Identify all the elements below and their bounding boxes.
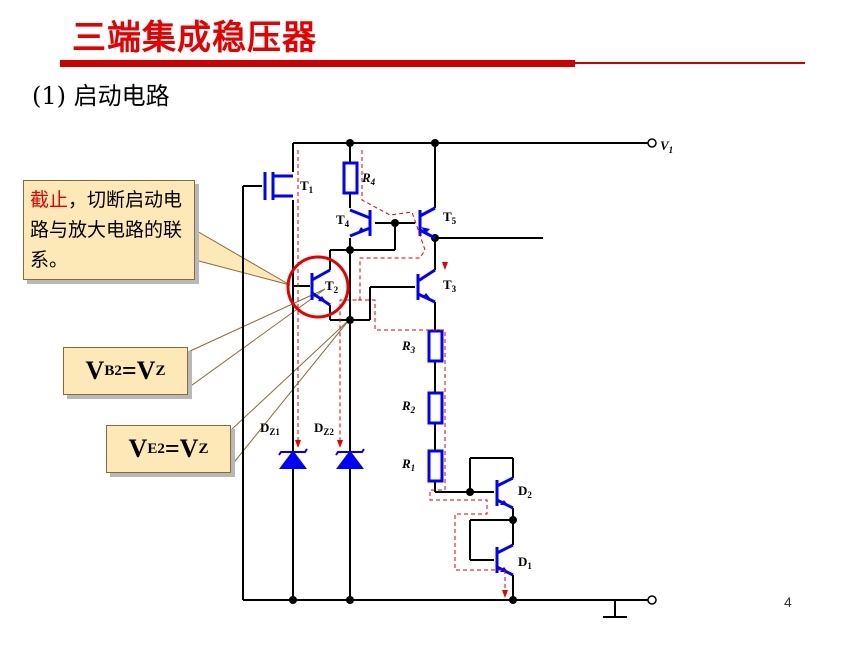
eq2-rhs-sub: Z bbox=[198, 440, 209, 457]
title-underline-bar bbox=[60, 60, 575, 67]
r4-resistor-icon bbox=[342, 161, 359, 195]
t5-transistor-icon bbox=[418, 206, 436, 240]
eq1-lhs-sub: B2 bbox=[104, 362, 122, 379]
dz1-label: DZ1 bbox=[260, 420, 280, 437]
t3-label: T3 bbox=[443, 277, 457, 294]
r2-resistor-icon bbox=[427, 391, 444, 425]
d1-label: D1 bbox=[518, 554, 532, 571]
v1-label: V1 bbox=[660, 138, 673, 155]
dz2-zener-icon bbox=[335, 448, 365, 469]
r1-resistor-icon bbox=[427, 449, 444, 483]
eq2-eq: =V bbox=[164, 434, 199, 463]
page-number: 4 bbox=[784, 594, 792, 610]
t4-label: T4 bbox=[336, 212, 350, 229]
callout2-pointer-a bbox=[187, 288, 326, 353]
eq2-lhs: V bbox=[128, 434, 148, 463]
r3-label: R3 bbox=[401, 338, 416, 355]
t1-fet-icon bbox=[263, 172, 293, 200]
transistor-arrows bbox=[318, 227, 508, 572]
ground-terminal bbox=[647, 595, 657, 605]
title-underline-line bbox=[575, 62, 805, 64]
cutoff-highlight: 截止 bbox=[30, 189, 69, 211]
d2-label: D2 bbox=[518, 483, 532, 500]
eq2-lhs-sub: E2 bbox=[147, 440, 165, 457]
callout3-pointer-b bbox=[230, 319, 350, 467]
t2-label: T2 bbox=[325, 278, 339, 295]
zener-diodes bbox=[278, 448, 365, 469]
page-title: 三端集成稳压器 bbox=[72, 18, 317, 58]
junction-dots bbox=[289, 139, 517, 604]
callout3-pointer-a bbox=[230, 319, 350, 431]
t5-label: T5 bbox=[443, 209, 457, 226]
r4-label: R4 bbox=[361, 170, 376, 187]
eq1-eq: =V bbox=[121, 356, 156, 385]
r2-label: R2 bbox=[401, 398, 416, 415]
callout2-pointer-b bbox=[187, 288, 326, 389]
component-labels: V1 T1 R4 T4 T5 T2 T3 R3 R2 R1 DZ1 DZ2 D2… bbox=[260, 138, 673, 571]
t2-highlight-circle bbox=[286, 255, 350, 319]
section-subtitle: (1) 启动电路 bbox=[32, 82, 170, 110]
dz1-zener-icon bbox=[278, 448, 308, 469]
cutoff-text: ，切断启动电路与放大电路的联系。 bbox=[30, 189, 183, 271]
r1-label: R1 bbox=[401, 456, 415, 473]
t1-label: T1 bbox=[300, 178, 314, 195]
v1-terminal bbox=[647, 138, 657, 148]
eq1-lhs: V bbox=[85, 356, 105, 385]
components bbox=[263, 161, 514, 577]
eq1-rhs-sub: Z bbox=[155, 362, 166, 379]
cutoff-callout: 截止，切断启动电路与放大电路的联系。 bbox=[23, 180, 195, 280]
r3-resistor-icon bbox=[427, 329, 444, 363]
dz2-label: DZ2 bbox=[314, 420, 334, 437]
current-path-arrows bbox=[295, 262, 508, 598]
current-paths bbox=[297, 150, 506, 595]
